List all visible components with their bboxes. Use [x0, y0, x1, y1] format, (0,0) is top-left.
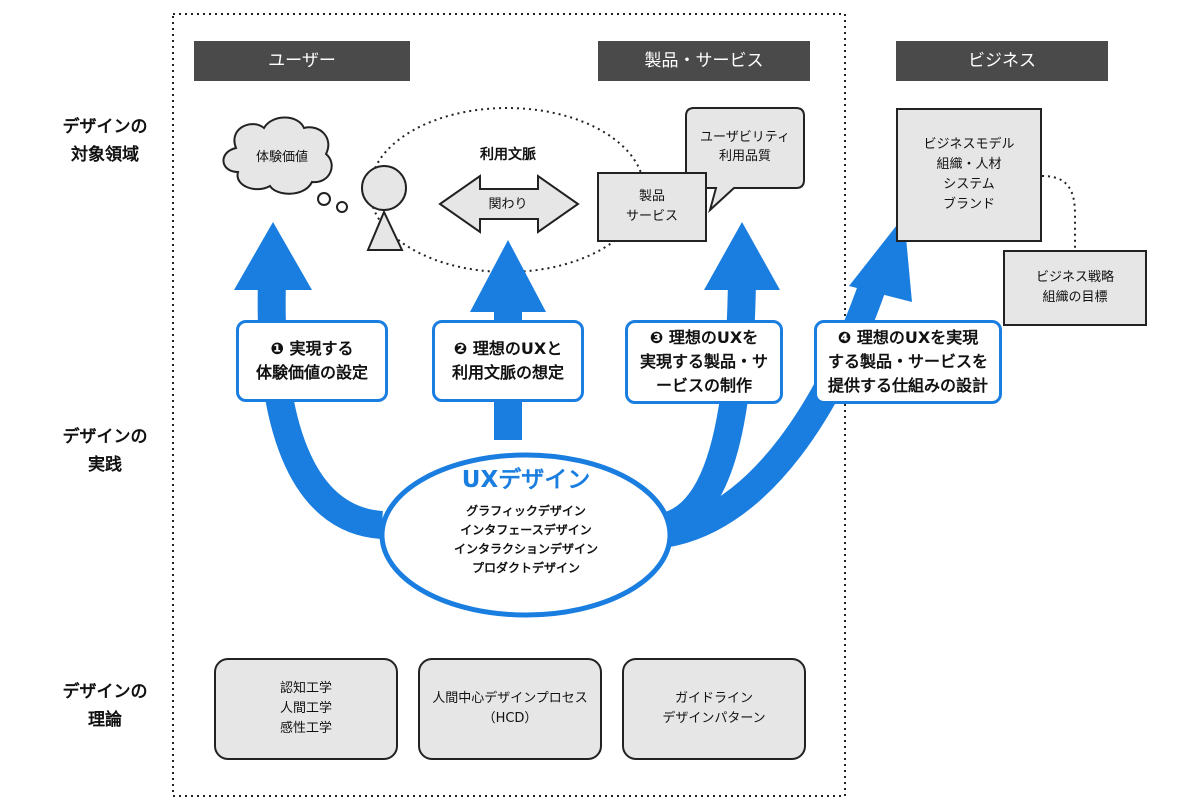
- theory-2-line2: （HCD）: [482, 711, 538, 726]
- step-3-line3: ービスの制作: [655, 376, 752, 395]
- business-main-line4: ブランド: [942, 197, 995, 212]
- business-main-line1: ビジネスモデル: [923, 137, 1015, 152]
- ux-item-interface: インタフェースデザイン: [460, 523, 592, 537]
- side-label-theory-line1: デザインの: [62, 682, 148, 702]
- theory-3-line2: デザインパターン: [662, 711, 766, 726]
- header-business: ビジネス: [896, 41, 1108, 81]
- person-body-icon: [366, 209, 404, 251]
- side-label-practice-line1: デザインの: [62, 427, 148, 447]
- step-4-line1: ❹ 理想のUXを実現: [837, 328, 979, 347]
- thought-bubble-label: 体験価値: [255, 150, 308, 165]
- side-label-theory-line2: 理論: [88, 710, 122, 730]
- step-4-line2: する製品・サービスを: [827, 352, 988, 371]
- ux-item-graphic: グラフィックデザイン: [466, 504, 586, 518]
- theory-1-line2: 人間工学: [279, 701, 332, 716]
- usability-text: ユーザビリティ 利用品質: [688, 128, 802, 166]
- step-3-line2: 実現する製品・サ: [639, 352, 768, 371]
- side-label-practice-line2: 実践: [88, 455, 122, 475]
- curve-to-user: [257, 279, 384, 539]
- business-main-line3: システム: [943, 177, 995, 192]
- step-2-line1: ❷ 理想のUXと: [453, 339, 563, 358]
- step-3-box: ❸ 理想のUXを 実現する製品・サ ービスの制作: [625, 320, 783, 404]
- relation-label: 関わり: [488, 197, 528, 212]
- product-box-line1: 製品: [638, 189, 665, 204]
- business-main-line2: 組織・人材: [936, 157, 1002, 172]
- theory-box-hcd: 人間中心デザインプロセス （HCD）: [418, 658, 602, 760]
- thought-dot-small: [336, 201, 348, 213]
- ux-ellipse: [379, 452, 673, 618]
- business-sub-line2: 組織の目標: [1042, 290, 1108, 305]
- business-main-box: ビジネスモデル 組織・人材 システム ブランド: [896, 108, 1042, 242]
- usability-line2: 利用品質: [718, 149, 771, 164]
- business-connector: [1041, 175, 1076, 250]
- side-label-domain-line2: 対象領域: [71, 145, 139, 165]
- relation-double-arrow: [438, 174, 580, 234]
- ux-item-product: プロダクトデザイン: [471, 561, 580, 575]
- product-service-box: 製品 サービス: [597, 172, 707, 242]
- product-box-line2: サービス: [625, 209, 678, 224]
- header-product: 製品・サービス: [598, 41, 810, 81]
- arrowhead-context: [470, 240, 546, 312]
- arrowhead-user: [234, 222, 312, 290]
- side-label-domain-line1: デザインの: [62, 117, 148, 137]
- scope-frame: [172, 13, 846, 797]
- business-sub-box: ビジネス戦略 組織の目標: [1003, 250, 1147, 326]
- side-label-theory: デザインの 理論: [40, 678, 170, 734]
- step-2-box: ❷ 理想のUXと 利用文脈の想定: [432, 320, 584, 402]
- theory-2-line1: 人間中心デザインプロセス: [432, 691, 588, 706]
- thought-cloud: [222, 116, 333, 195]
- ux-design-items: グラフィックデザイン インタフェースデザイン インタラクションデザイン プロダク…: [420, 502, 632, 578]
- side-label-domain: デザインの 対象領域: [40, 113, 170, 169]
- usability-line1: ユーザビリティ: [700, 130, 790, 145]
- theory-3-line1: ガイドライン: [674, 691, 753, 706]
- thought-dot-large: [317, 192, 331, 206]
- person-head-icon: [361, 165, 407, 211]
- step-1-line2: 体験価値の設定: [255, 363, 368, 382]
- speech-bubble: [685, 107, 805, 214]
- theory-box-guideline: ガイドライン デザインパターン: [622, 658, 806, 760]
- theory-1-line3: 感性工学: [279, 721, 332, 736]
- step-2-line2: 利用文脈の想定: [451, 363, 564, 382]
- step-3-line1: ❸ 理想のUXを: [649, 328, 759, 347]
- step-4-line3: 提供する仕組みの設計: [827, 376, 988, 395]
- step-1-line1: ❶ 実現する: [270, 339, 354, 358]
- step-1-box: ❶ 実現する 体験価値の設定: [236, 320, 388, 402]
- context-label: 利用文脈: [480, 147, 536, 163]
- ux-design-title: UXデザイン: [461, 467, 591, 493]
- theory-1-line1: 認知工学: [279, 681, 332, 696]
- step-4-box: ❹ 理想のUXを実現 する製品・サービスを 提供する仕組みの設計: [814, 320, 1002, 404]
- arrowhead-product: [704, 222, 780, 290]
- side-label-practice: デザインの 実践: [40, 423, 170, 479]
- ux-item-interaction: インタラクションデザイン: [453, 542, 598, 556]
- business-sub-line1: ビジネス戦略: [1035, 270, 1114, 285]
- theory-box-engineering: 認知工学 人間工学 感性工学: [214, 658, 398, 760]
- header-user: ユーザー: [194, 41, 410, 81]
